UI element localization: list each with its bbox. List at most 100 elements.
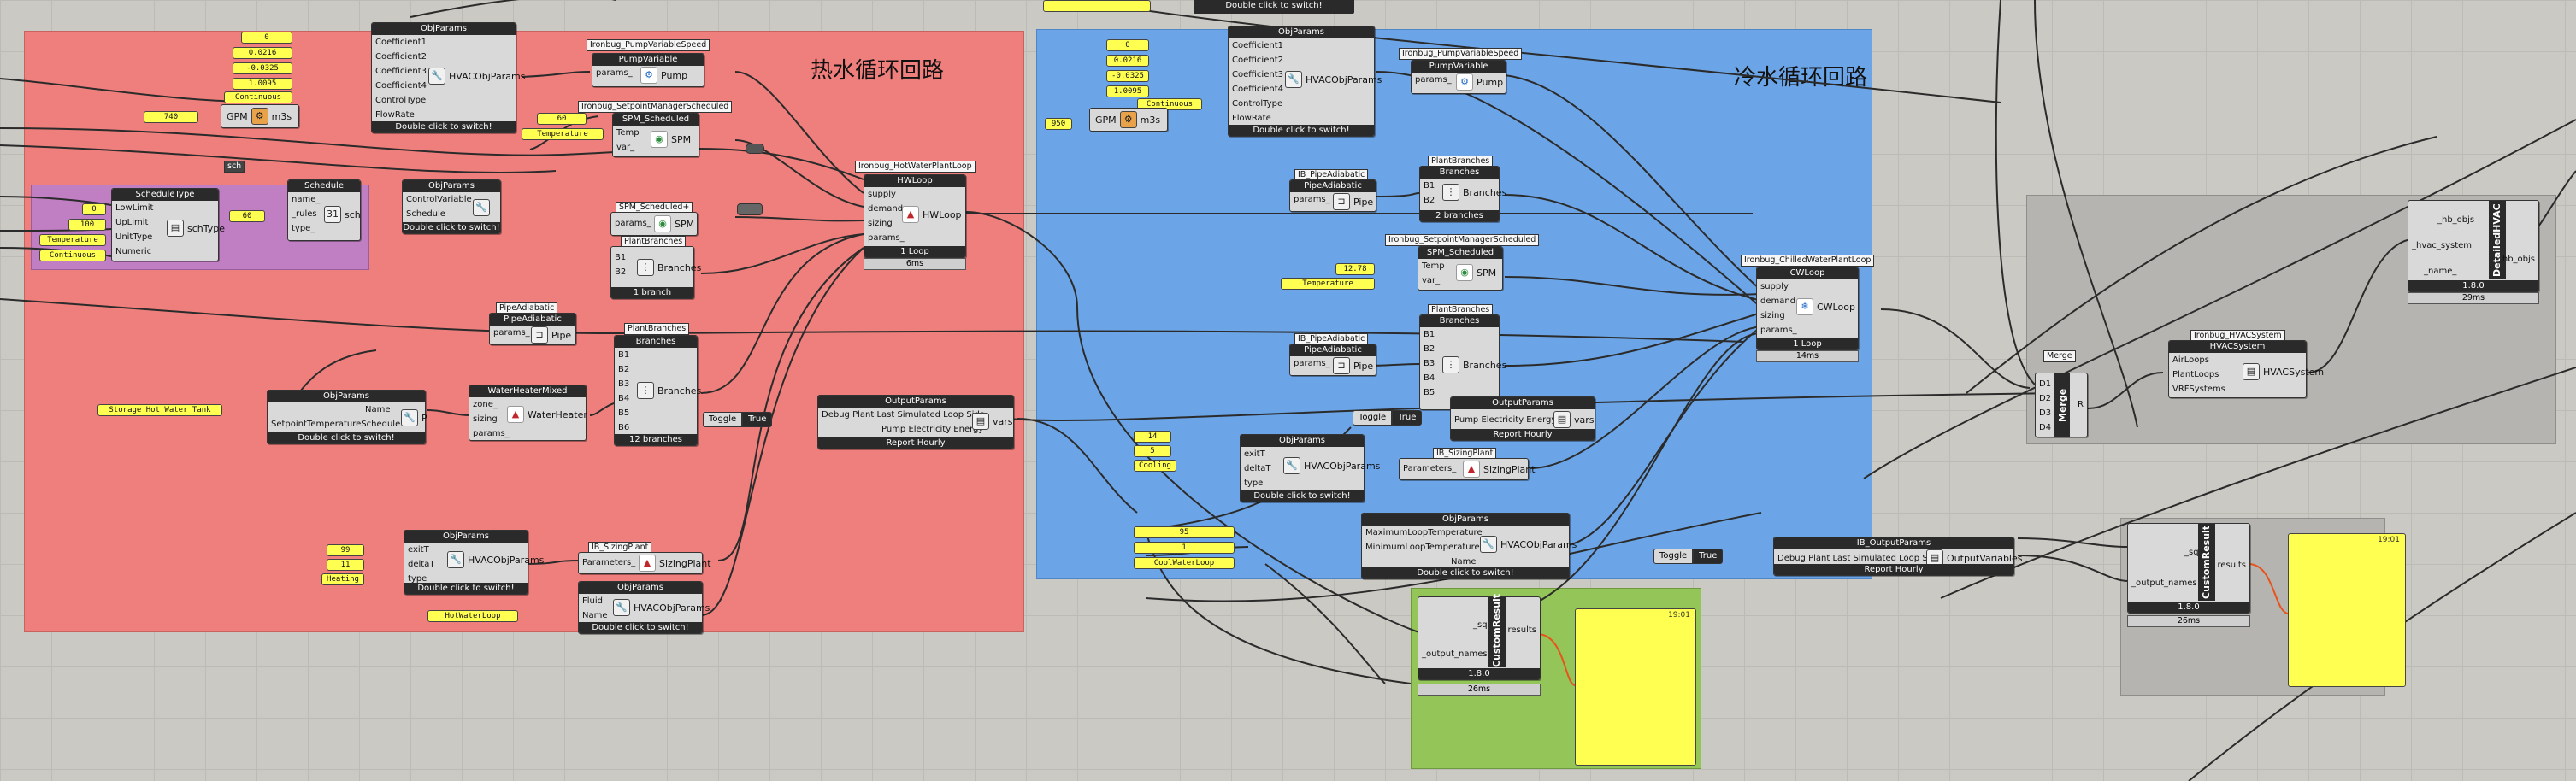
cold-loop-objparams[interactable]: ObjParams MaximumLoopTemperature Minimum… bbox=[1361, 513, 1577, 579]
port-demand[interactable]: demand bbox=[1760, 297, 1796, 306]
port-hvac-system[interactable]: _hvac_system bbox=[2412, 241, 2473, 250]
port-type[interactable]: type bbox=[408, 574, 427, 584]
hot-pump-objparams[interactable]: ObjParams Coefficient1 Coefficient2 Coef… bbox=[371, 22, 525, 133]
port-result[interactable]: R bbox=[2078, 400, 2084, 409]
port-d1[interactable]: D1 bbox=[2039, 379, 2052, 389]
flow-rate-panel[interactable]: 740 bbox=[144, 111, 198, 123]
port-name[interactable]: Name bbox=[1451, 557, 1477, 567]
port-b2[interactable]: B2 bbox=[1424, 344, 1435, 354]
output-toggle[interactable]: Toggle True bbox=[1653, 549, 1724, 564]
lowlimit-panel[interactable]: 0 bbox=[82, 203, 106, 215]
port-b5[interactable]: B5 bbox=[618, 408, 630, 418]
cold-deltat-panel[interactable]: 5 bbox=[1134, 445, 1171, 457]
port-coefficient4[interactable]: Coefficient4 bbox=[375, 81, 427, 91]
cold-sizing-plant[interactable]: Parameters_ ▲SizingPlant bbox=[1399, 458, 1536, 480]
port-output-names[interactable]: _output_names bbox=[1422, 649, 1488, 659]
cold-pipe2[interactable]: PipeAdiabatic params_ ⊐Pipe bbox=[1289, 344, 1376, 376]
port-d2[interactable]: D2 bbox=[2039, 394, 2052, 403]
toggle-value[interactable]: True bbox=[1392, 410, 1423, 426]
port-demand[interactable]: demand bbox=[868, 204, 904, 214]
cold-coefficient4-panel[interactable]: 1.0095 bbox=[1106, 85, 1149, 97]
port-b1[interactable]: B1 bbox=[1424, 330, 1435, 339]
water-heater-mixed[interactable]: WaterHeaterMixed zone_ sizing params_ ▲W… bbox=[469, 385, 587, 441]
relay-node[interactable] bbox=[746, 144, 764, 154]
numeric-panel[interactable]: Continuous bbox=[39, 250, 106, 261]
cold-cooling-panel[interactable]: Cooling bbox=[1134, 460, 1176, 472]
cold-temp-value-panel[interactable]: 12.78 bbox=[1335, 263, 1375, 275]
port-lowlimit[interactable]: LowLimit bbox=[115, 203, 154, 213]
cw-loop[interactable]: CWLoop supply demand sizing params_ ❄CWL… bbox=[1756, 267, 1859, 350]
port-d4[interactable]: D4 bbox=[2039, 423, 2052, 432]
port-setpointtemperatureschedule[interactable]: SetpointTemperatureSchedule bbox=[271, 420, 401, 429]
port-fluid[interactable]: Fluid bbox=[582, 596, 603, 606]
port-maximumlooptemperature[interactable]: MaximumLoopTemperature bbox=[1365, 528, 1483, 537]
gpm-converter[interactable]: GPM ⚙ m3s bbox=[221, 104, 299, 128]
hot-pump-variable[interactable]: PumpVariable params_ ⚙Pump bbox=[592, 53, 704, 87]
port-type[interactable]: type_ bbox=[292, 224, 315, 233]
hvac-system[interactable]: HVACSystem AirLoops PlantLoops VRFSystem… bbox=[2168, 340, 2324, 398]
cold-coefficient3-panel[interactable]: -0.0325 bbox=[1106, 70, 1149, 82]
port-controltype[interactable]: ControlType bbox=[1232, 99, 1283, 109]
heating-panel[interactable]: Heating bbox=[321, 573, 364, 585]
port-supply[interactable]: supply bbox=[868, 190, 896, 199]
port-coefficient3[interactable]: Coefficient3 bbox=[375, 67, 427, 76]
port-b1[interactable]: B1 bbox=[1424, 181, 1435, 191]
cold-coefficient1-panel[interactable]: 0 bbox=[1106, 39, 1149, 51]
port-sizing[interactable]: sizing bbox=[473, 414, 498, 424]
output-variables[interactable]: IB_OutputParams Debug Plant Last Simulat… bbox=[1773, 537, 2022, 576]
port-sql[interactable]: _sql bbox=[2184, 548, 2202, 557]
cold-pipe1[interactable]: PipeAdiabatic params_ ⊐Pipe bbox=[1289, 179, 1376, 212]
cold-output-params[interactable]: OutputParams Pump Electricity Energy ▤va… bbox=[1450, 396, 1595, 441]
cold-toggle[interactable]: Toggle True bbox=[1353, 410, 1423, 426]
exitt-panel[interactable]: 99 bbox=[327, 544, 364, 556]
port-b3[interactable]: B3 bbox=[1424, 359, 1435, 368]
port-b2[interactable]: B2 bbox=[615, 267, 627, 277]
cold-exitt-panel[interactable]: 14 bbox=[1134, 431, 1171, 443]
hot-loop-objparams[interactable]: ObjParams Fluid Name 🔧HVACObjParams Doub… bbox=[578, 581, 710, 634]
port-parameters[interactable]: Parameters_ bbox=[1403, 464, 1457, 473]
port-b1[interactable]: B1 bbox=[618, 350, 630, 360]
cold-flow-rate-panel[interactable]: 950 bbox=[1045, 118, 1072, 130]
port-name[interactable]: Name bbox=[582, 611, 608, 620]
unittype-panel[interactable]: Temperature bbox=[39, 234, 106, 246]
port-plantloops[interactable]: PlantLoops bbox=[2172, 370, 2219, 379]
port-b1[interactable]: B1 bbox=[615, 253, 627, 262]
port-var[interactable]: var_ bbox=[616, 143, 635, 152]
port-params[interactable]: params_ bbox=[1294, 359, 1330, 368]
port-coefficient3[interactable]: Coefficient3 bbox=[1232, 70, 1283, 79]
port-minimumlooptemperature[interactable]: MinimumLoopTemperature bbox=[1365, 543, 1480, 552]
hot-spm2[interactable]: params_ ◉SPM bbox=[610, 212, 698, 236]
port-controlvariable[interactable]: ControlVariable bbox=[406, 195, 472, 204]
cool-water-loop-panel[interactable]: CoolWaterLoop bbox=[1134, 557, 1235, 569]
port-b2[interactable]: B2 bbox=[1424, 196, 1435, 205]
port-params[interactable]: params_ bbox=[473, 429, 510, 438]
port-results[interactable]: results bbox=[1507, 625, 1536, 635]
port-params[interactable]: params_ bbox=[1760, 326, 1797, 335]
relay-node[interactable] bbox=[737, 203, 763, 215]
port-b5[interactable]: B5 bbox=[1424, 388, 1435, 397]
toggle-value[interactable]: True bbox=[1693, 549, 1724, 564]
port-b6[interactable]: B6 bbox=[618, 423, 630, 432]
port-b4[interactable]: B4 bbox=[618, 394, 630, 403]
cold-control-type-panel[interactable]: Continuous bbox=[1137, 98, 1202, 110]
cold-pump-objparams[interactable]: ObjParams Coefficient1 Coefficient2 Coef… bbox=[1228, 26, 1382, 137]
port-sizing[interactable]: sizing bbox=[868, 219, 893, 228]
port-exitt[interactable]: exitT bbox=[408, 545, 429, 555]
control-type-panel[interactable]: Continuous bbox=[224, 91, 292, 103]
coefficient3-panel[interactable]: -0.0325 bbox=[233, 62, 292, 74]
port-pump-electricity-energy[interactable]: Pump Electricity Energy bbox=[881, 425, 984, 434]
port-deltat[interactable]: deltaT bbox=[408, 560, 435, 569]
schedule-objparams[interactable]: ObjParams ControlVariable Schedule 🔧 Dou… bbox=[402, 179, 501, 234]
port-coefficient2[interactable]: Coefficient2 bbox=[375, 52, 427, 62]
cold-sizing-objparams[interactable]: ObjParams exitT deltaT type 🔧HVACObjPara… bbox=[1240, 434, 1380, 502]
hot-sizing-objparams[interactable]: ObjParams exitT deltaT type 🔧HVACObjPara… bbox=[404, 530, 544, 595]
port-exitt[interactable]: exitT bbox=[1244, 449, 1265, 459]
top-panel[interactable] bbox=[1043, 0, 1151, 12]
port-debug-plant-last-simulated-loop-side[interactable]: Debug Plant Last Simulated Loop Side bbox=[1777, 554, 1941, 563]
port-coefficient2[interactable]: Coefficient2 bbox=[1232, 56, 1283, 65]
port-params[interactable]: params_ bbox=[596, 68, 633, 78]
